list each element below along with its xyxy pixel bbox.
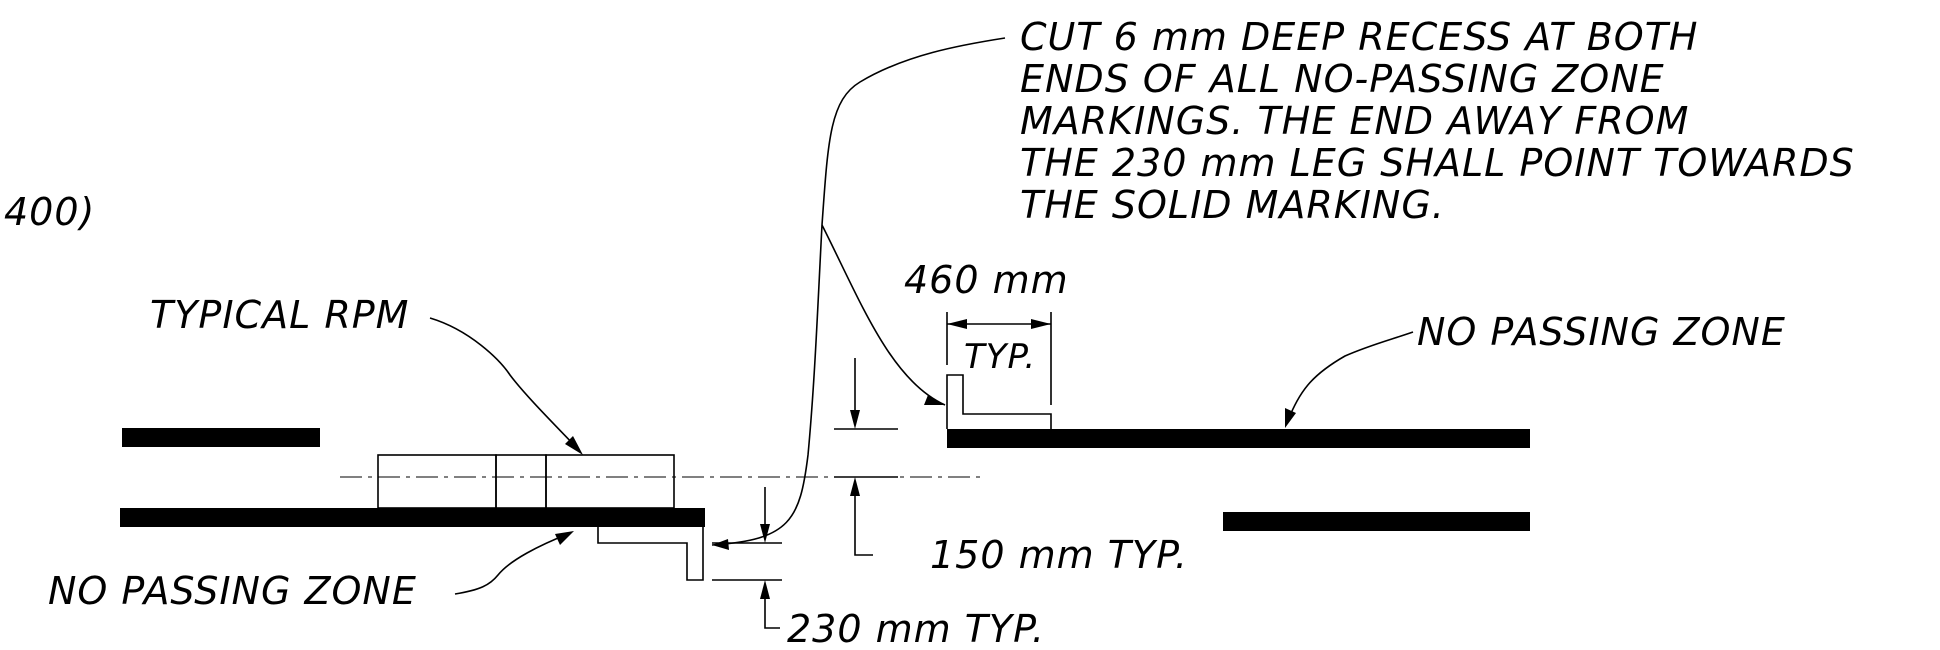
dimension-230-value: 230 mm TYP. bbox=[787, 607, 1045, 650]
rpm-group bbox=[377, 454, 675, 509]
dimension-460: 460 mm TYP. bbox=[904, 258, 1069, 405]
no-passing-zone-left-label: NO PASSING ZONE bbox=[48, 569, 417, 613]
typical-rpm-leader bbox=[429, 317, 583, 455]
no-passing-zone-right-leader bbox=[1285, 331, 1414, 428]
no-passing-stripe-right bbox=[947, 429, 1530, 448]
recess-note: CUT 6 mm DEEP RECESS AT BOTH ENDS OF ALL… bbox=[1020, 15, 1855, 227]
recess-note-line-4: THE 230 mm LEG SHALL POINT TOWARDS bbox=[1020, 141, 1855, 185]
dimension-460-value: 460 mm bbox=[904, 258, 1069, 302]
no-passing-stripe-left bbox=[120, 508, 705, 527]
recess-note-leader bbox=[711, 37, 1006, 550]
no-passing-zone-left-leader bbox=[454, 531, 574, 595]
recess-outline-left bbox=[597, 527, 704, 581]
recess-note-line-3: MARKINGS. THE END AWAY FROM bbox=[1020, 99, 1689, 143]
skip-stripe-left-upper bbox=[122, 428, 320, 447]
skip-stripe-right-lower bbox=[1223, 512, 1530, 531]
partial-label: 400) bbox=[4, 190, 95, 234]
dimension-230: 230 mm TYP. bbox=[712, 487, 1045, 650]
recess-note-line-1: CUT 6 mm DEEP RECESS AT BOTH bbox=[1020, 15, 1699, 59]
rpm-marker bbox=[545, 454, 675, 509]
dimension-460-typ: TYP. bbox=[964, 337, 1036, 377]
rpm-marker bbox=[377, 454, 497, 509]
typical-rpm-label: TYPICAL RPM bbox=[150, 293, 409, 337]
recess-note-line-2: ENDS OF ALL NO-PASSING ZONE bbox=[1020, 57, 1665, 101]
dimension-150-value: 150 mm TYP. bbox=[930, 533, 1188, 577]
dimension-150: 150 mm TYP. bbox=[834, 358, 1188, 577]
no-passing-zone-right-label: NO PASSING ZONE bbox=[1417, 310, 1786, 354]
recess-outline-right bbox=[946, 374, 1052, 429]
recess-note-line-5: THE SOLID MARKING. bbox=[1020, 183, 1445, 227]
rpm-marker bbox=[495, 454, 547, 509]
